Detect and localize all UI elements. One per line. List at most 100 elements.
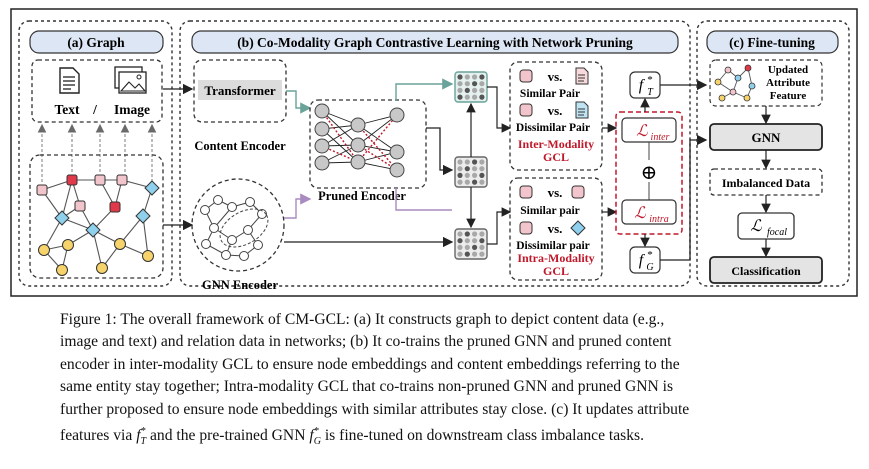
- graph-nodes: [36, 174, 160, 276]
- inter-gcl-title-1: Inter-Modality: [518, 137, 594, 151]
- f-g-symbol: f: [639, 252, 646, 269]
- embedding-dot: [479, 244, 485, 250]
- loss-intra-symbol: ℒ: [634, 205, 646, 222]
- caption-line-6: features via f*T and the pre-trained GNN…: [60, 421, 850, 454]
- caption-line-2: image and text) and relation data in net…: [60, 333, 672, 351]
- embedding-dot: [472, 74, 478, 80]
- embedding-dot: [464, 74, 470, 80]
- pruned-network: [314, 103, 405, 178]
- embedding-dot: [457, 231, 463, 237]
- embedding-dot: [464, 166, 470, 172]
- panel-c: (c) Fine-tuning Updated Attribute Featur…: [696, 20, 850, 287]
- embedding-dot: [472, 94, 478, 100]
- embedding-dot: [479, 87, 485, 93]
- panel-b: (b) Co-Modality Graph Contrastive Learni…: [179, 20, 691, 292]
- vs-label-3: vs.: [548, 185, 563, 200]
- updated-graph-icon: [714, 64, 756, 102]
- embedding-dot: [457, 179, 463, 185]
- framework-figure: (a) Graph Text / Image: [10, 8, 858, 297]
- vs-label-1: vs.: [548, 69, 563, 84]
- loss-intra-subscript: intra: [649, 214, 668, 225]
- f-t-star: *: [647, 74, 653, 86]
- text-label: Text: [54, 102, 80, 117]
- oplus-symbol: ⊕: [641, 162, 658, 184]
- embedding-dot: [457, 238, 463, 244]
- f-g-subscript: G: [646, 262, 653, 273]
- slash-label: /: [92, 102, 97, 117]
- classification-label: Classification: [731, 264, 801, 278]
- text-document-blue-icon: [575, 101, 589, 119]
- caption-f-t: f*T: [136, 426, 147, 448]
- panel-b-title: (b) Co-Modality Graph Contrastive Learni…: [237, 35, 633, 50]
- text-document-icon: [575, 67, 589, 85]
- caption-f-g: f*G: [309, 426, 321, 448]
- embedding-dot: [472, 159, 478, 165]
- embedding-dot: [479, 94, 485, 100]
- embedding-dot: [464, 238, 470, 244]
- caption-f-t-sub: T: [140, 436, 147, 448]
- embedding-dot: [479, 159, 485, 165]
- caption-line-4: same entity stay together; Intra-modalit…: [60, 378, 674, 396]
- embedding-dot: [479, 179, 485, 185]
- similar-pair-intra: Similar pair: [520, 205, 580, 217]
- embedding-dot: [472, 172, 478, 178]
- caption-f-g-sup: *: [313, 426, 319, 438]
- embedding-dot: [464, 251, 470, 257]
- caption-f-g-symbol: f: [309, 427, 314, 445]
- updated-label-1: Updated: [768, 64, 808, 76]
- f-t-symbol: f: [639, 77, 646, 94]
- embedding-dot: [472, 251, 478, 257]
- dissimilar-pair-intra: Dissimilar pair: [516, 240, 590, 252]
- updated-label-3: Feature: [770, 90, 807, 102]
- embedding-dot: [464, 81, 470, 87]
- inter-gcl-title-2: GCL: [543, 150, 569, 164]
- embedding-dot: [479, 74, 485, 80]
- embedding-dot: [457, 74, 463, 80]
- embedding-dot: [457, 159, 463, 165]
- loss-focal-symbol: ℒ: [750, 218, 762, 235]
- embedding-dot: [472, 81, 478, 87]
- caption-line-5: further proposed to ensure node embeddin…: [60, 400, 690, 418]
- outer-frame: [10, 8, 858, 297]
- document-icon: [59, 67, 80, 94]
- imbalanced-data-label: Imbalanced Data: [722, 176, 810, 190]
- embedding-dot: [479, 251, 485, 257]
- content-encoder-label: Content Encoder: [194, 139, 286, 153]
- updated-label-2: Attribute: [766, 77, 810, 89]
- embedding-dot: [457, 81, 463, 87]
- caption-f-t-sup: *: [140, 426, 146, 438]
- embedding-dot: [457, 251, 463, 257]
- graph-edges: [41, 179, 153, 271]
- image-label: Image: [114, 102, 150, 117]
- embedding-dot: [457, 166, 463, 172]
- caption-line-6-a: features via: [60, 427, 137, 445]
- embedding-dot: [472, 238, 478, 244]
- panel-c-title: (c) Fine-tuning: [729, 35, 815, 50]
- loss-inter-symbol: ℒ: [636, 123, 648, 140]
- embedding-dot: [479, 81, 485, 87]
- embedding-dot: [464, 159, 470, 165]
- caption-line-3: encoder in inter-modality GCL to ensure …: [60, 355, 680, 373]
- f-t-subscript: T: [647, 87, 654, 98]
- embedding-dot: [472, 166, 478, 172]
- image-icon: [114, 66, 147, 94]
- embedding-dot: [479, 231, 485, 237]
- embedding-dot: [457, 244, 463, 250]
- caption-line-1: Figure 1: The overall framework of CM-GC…: [60, 311, 665, 328]
- embedding-dot: [472, 179, 478, 185]
- pruned-encoder-label: Pruned Encoder: [318, 189, 406, 203]
- intra-gcl-title-1: Intra-Modality: [517, 251, 594, 265]
- embedding-dot: [479, 172, 485, 178]
- dissimilar-pair-inter: Dissimilar Pair: [516, 122, 590, 134]
- embedding-dot: [457, 172, 463, 178]
- caption-line-6-b: and the pre-trained GNN: [146, 427, 310, 445]
- figure-caption: Figure 1: The overall framework of CM-GC…: [60, 309, 850, 454]
- intra-gcl-title-2: GCL: [543, 264, 569, 278]
- similar-pair-inter: Similar Pair: [520, 88, 580, 100]
- gnn-encoder-graph: [200, 195, 267, 261]
- f-g-star: *: [647, 249, 653, 261]
- gnn-label: GNN: [752, 130, 782, 145]
- embedding-dot: [457, 94, 463, 100]
- embedding-dot: [472, 87, 478, 93]
- caption-f-g-sub: G: [313, 436, 321, 448]
